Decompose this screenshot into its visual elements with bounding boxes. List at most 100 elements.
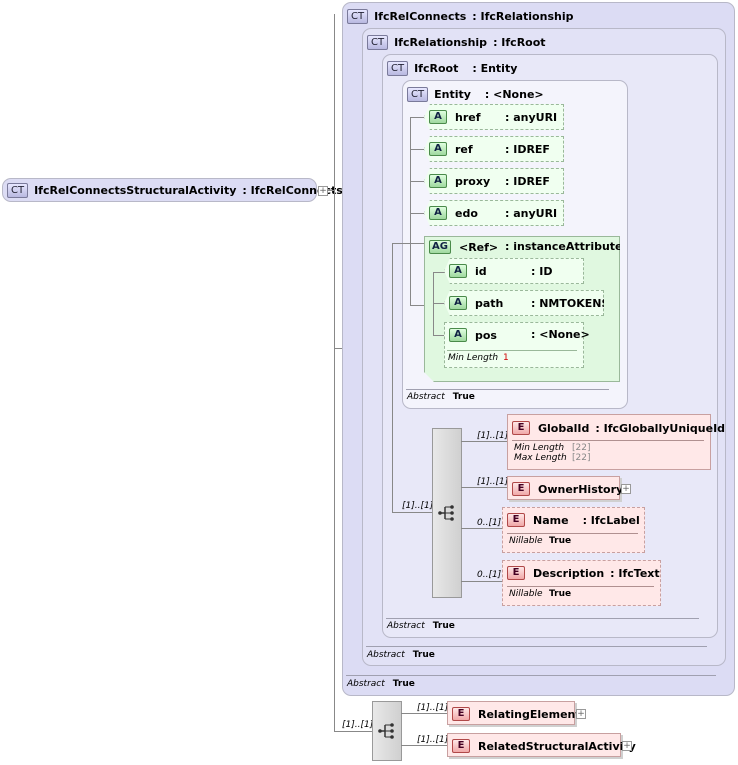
nillable-label: Nillable — [509, 589, 543, 599]
max-length-label: Max Length — [514, 453, 567, 463]
attribute-href[interactable]: A href : anyURI — [424, 104, 564, 130]
abstract-label: Abstract — [347, 679, 385, 689]
max-length-value: [22] — [572, 453, 591, 463]
element-type: : IfcGloballyUniqueId — [595, 421, 726, 435]
container-name: IfcRelConnects — [374, 9, 467, 23]
element-icon: E — [452, 739, 470, 753]
element-icon: E — [452, 707, 470, 721]
cardinality: [1]..[1] — [417, 735, 449, 745]
abstract-value: True — [452, 392, 475, 402]
attribute-name: proxy — [455, 174, 491, 188]
attribute-icon: A — [449, 264, 467, 278]
nillable-value: True — [549, 536, 572, 546]
container-type: : IfcRoot — [493, 35, 546, 49]
complex-type-icon: CT — [7, 182, 29, 198]
complex-type-icon: CT — [387, 60, 409, 76]
attribute-name: edo — [455, 206, 478, 220]
attribute-icon: A — [429, 174, 447, 188]
attribute-type: : IDREF — [505, 142, 550, 156]
element-globalid[interactable]: E GlobalId : IfcGloballyUniqueId Min Len… — [507, 414, 725, 470]
element-name-label: Description — [533, 566, 605, 580]
cardinality: [1]..[1] — [477, 431, 509, 441]
nillable-label: Nillable — [509, 536, 543, 546]
min-length-value: [22] — [572, 443, 591, 453]
abstract-value: True — [432, 621, 455, 631]
element-icon: E — [512, 421, 530, 435]
attribute-group-name: <Ref> — [459, 240, 499, 254]
attribute-group-type: : instanceAttributes — [505, 240, 630, 253]
nillable-value: True — [549, 589, 572, 599]
root-name: IfcRelConnectsStructuralActivity — [34, 183, 237, 197]
element-relatingelement[interactable]: E RelatingElement — [447, 701, 581, 725]
sequence-compositor[interactable] — [372, 701, 402, 761]
attribute-icon: A — [429, 206, 447, 220]
complex-type-icon: CT — [407, 86, 429, 102]
attribute-pos[interactable]: A pos : <None> Min Length 1 — [444, 322, 590, 368]
element-name: RelatedStructuralActivity — [478, 739, 636, 753]
cardinality: [1]..[1] — [477, 477, 509, 487]
element-name: OwnerHistory — [538, 482, 624, 496]
element-icon: E — [507, 513, 525, 527]
element-icon: E — [512, 482, 530, 496]
cardinality: 0..[1] — [477, 518, 502, 528]
attribute-type: : IDREF — [505, 174, 550, 188]
abstract-value: True — [392, 679, 415, 689]
container-type: : <None> — [484, 87, 544, 101]
attribute-name: pos — [475, 328, 497, 342]
attribute-path[interactable]: A path : NMTOKENS — [444, 290, 604, 316]
cardinality: [1]..[1] — [417, 703, 449, 713]
element-name[interactable]: E Name : IfcLabel Nillable True — [502, 507, 645, 553]
attribute-id[interactable]: A id : ID — [444, 258, 584, 284]
element-type: : IfcText — [610, 566, 660, 580]
attribute-icon: A — [449, 296, 467, 310]
sequence-cardinality: [1]..[1] — [402, 501, 434, 511]
element-name: GlobalId — [538, 421, 590, 435]
element-relatedstructuralactivity[interactable]: E RelatedStructuralActivity — [447, 733, 636, 757]
complex-type-icon: CT — [347, 8, 369, 24]
attribute-group-icon: AG — [429, 240, 451, 254]
abstract-label: Abstract — [407, 392, 445, 402]
attribute-proxy[interactable]: A proxy : IDREF — [424, 168, 564, 194]
container-name: Entity — [434, 87, 471, 101]
attribute-edo[interactable]: A edo : anyURI — [424, 200, 564, 226]
min-length-label: Min Length — [514, 443, 565, 453]
attribute-type: : <None> — [531, 328, 590, 341]
abstract-label: Abstract — [387, 621, 425, 631]
abstract-label: Abstract — [367, 650, 405, 660]
sequence-icon — [378, 723, 394, 739]
element-name: RelatingElement — [478, 707, 581, 721]
root-type: : IfcRelConnects — [242, 183, 343, 197]
element-description[interactable]: E Description : IfcText Nillable True — [502, 560, 661, 606]
container-name: IfcRoot — [414, 61, 459, 75]
attribute-type: : ID — [531, 264, 553, 278]
complex-type-icon: CT — [367, 34, 389, 50]
container-type: : IfcRelationship — [472, 9, 574, 23]
element-ownerhistory[interactable]: E OwnerHistory — [507, 476, 624, 500]
attribute-icon: A — [449, 328, 467, 342]
abstract-value: True — [412, 650, 435, 660]
min-length-value: 1 — [503, 353, 509, 363]
min-length-label: Min Length — [448, 353, 499, 363]
sequence-cardinality: [1]..[1] — [342, 720, 374, 730]
expand-icon[interactable]: + — [621, 484, 631, 494]
attribute-icon: A — [429, 142, 447, 156]
expand-icon[interactable]: + — [622, 741, 632, 751]
expand-icon[interactable]: + — [576, 709, 586, 719]
collapse-icon[interactable]: + — [318, 186, 328, 196]
attribute-ref[interactable]: A ref : IDREF — [424, 136, 564, 162]
attribute-type: : NMTOKENS — [531, 296, 610, 310]
attribute-icon: A — [429, 110, 447, 124]
container-type: : Entity — [472, 61, 518, 75]
element-type: : IfcLabel — [582, 513, 640, 527]
root-complex-type[interactable]: CT IfcRelConnectsStructuralActivity : If… — [2, 178, 343, 202]
sequence-icon — [438, 505, 454, 521]
attribute-name: ref — [455, 142, 473, 156]
element-name-label: Name — [533, 513, 569, 527]
attribute-name: id — [475, 264, 487, 278]
cardinality: 0..[1] — [477, 570, 502, 580]
element-icon: E — [507, 566, 525, 580]
attribute-type: : anyURI — [505, 206, 558, 220]
container-name: IfcRelationship — [394, 35, 488, 49]
sequence-compositor[interactable] — [432, 428, 462, 598]
attribute-name: path — [475, 296, 504, 310]
